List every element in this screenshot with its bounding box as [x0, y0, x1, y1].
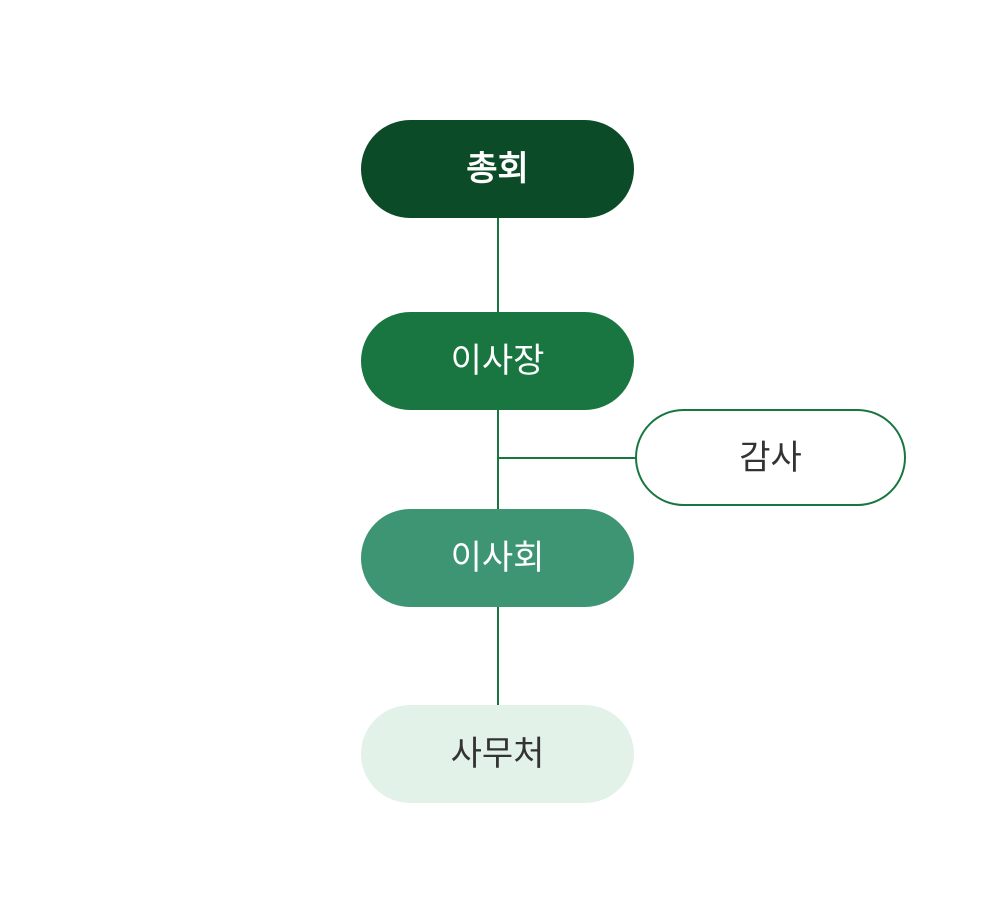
connector-board-to-secretariat — [497, 607, 499, 705]
node-board: 이사회 — [361, 509, 634, 607]
node-board-label: 이사회 — [450, 538, 545, 578]
node-chairman: 이사장 — [361, 312, 634, 410]
node-general-assembly: 총회 — [361, 120, 634, 218]
node-auditor: 감사 — [635, 409, 906, 506]
node-secretariat: 사무처 — [361, 705, 634, 803]
connector-chairman-to-board — [497, 410, 499, 509]
node-secretariat-label: 사무처 — [450, 734, 545, 774]
node-general-assembly-label: 총회 — [466, 149, 529, 189]
node-chairman-label: 이사장 — [450, 341, 545, 381]
node-auditor-label: 감사 — [739, 437, 802, 478]
connector-branch-to-auditor — [497, 457, 636, 459]
connector-assembly-to-chairman — [497, 218, 499, 312]
